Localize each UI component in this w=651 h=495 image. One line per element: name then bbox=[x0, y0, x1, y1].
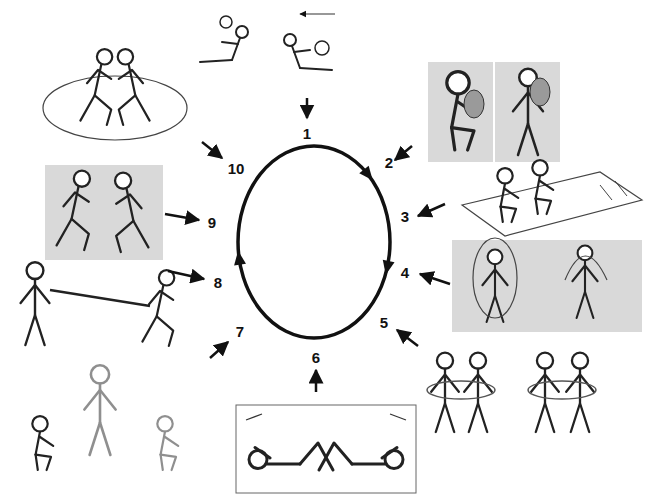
pointer-arrows bbox=[165, 98, 450, 392]
station-band-run bbox=[21, 262, 175, 346]
station-number: 9 bbox=[207, 215, 217, 230]
station-push-circle bbox=[43, 49, 187, 140]
station-number: 6 bbox=[311, 350, 321, 365]
station-jump-rope bbox=[452, 238, 642, 332]
station-squat-jumps bbox=[32, 365, 178, 470]
station-number: 1 bbox=[302, 126, 312, 141]
station-number: 10 bbox=[227, 161, 246, 176]
station-wrestling bbox=[45, 165, 163, 260]
station-seated-ball bbox=[200, 14, 335, 70]
station-number: 2 bbox=[384, 155, 394, 170]
station-number: 7 bbox=[235, 324, 245, 339]
station-number: 5 bbox=[379, 315, 389, 330]
circuit-loop bbox=[232, 146, 394, 338]
station-number: 8 bbox=[213, 275, 223, 290]
station-hoops bbox=[427, 353, 596, 432]
station-sit-ups bbox=[236, 405, 416, 493]
station-weight-squat bbox=[428, 62, 560, 162]
station-mat-jumps bbox=[462, 160, 642, 236]
station-number: 4 bbox=[400, 265, 410, 280]
station-number: 3 bbox=[400, 209, 410, 224]
